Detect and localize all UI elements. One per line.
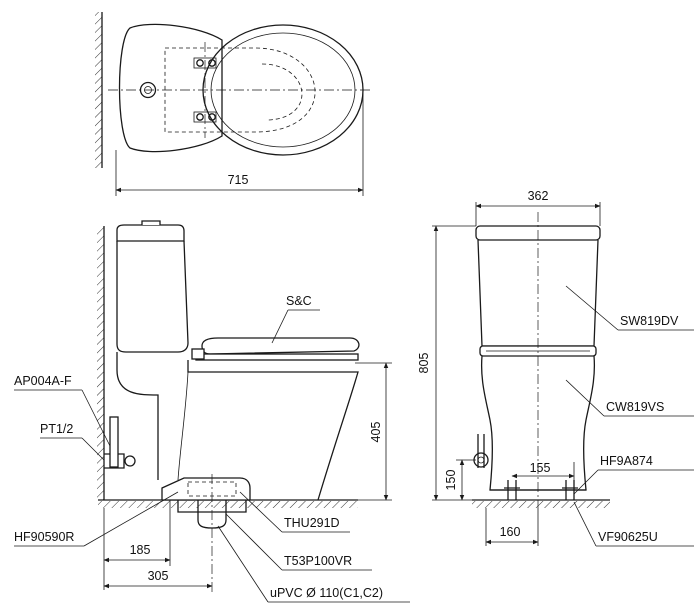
side-tank-base (116, 352, 159, 480)
label-pt12: PT1/2 (40, 422, 73, 436)
side-valve-nut (124, 455, 136, 467)
dim-160-label: 160 (500, 525, 521, 539)
top-bowl-hidden (164, 47, 316, 133)
leader-hf9a874 (573, 469, 599, 495)
side-hinge-block (191, 348, 205, 360)
side-flange (177, 500, 247, 513)
label-ap004a: AP004A-F (14, 374, 72, 388)
dim-362-label: 362 (528, 189, 549, 203)
dim-305-label: 305 (148, 569, 169, 583)
label-hf9a874: HF9A874 (600, 454, 653, 468)
leader-sw819dv (565, 285, 619, 331)
side-seat-cover (201, 337, 360, 355)
side-bowl-inner-trap (177, 371, 189, 481)
label-t53p100vr: T53P100VR (284, 554, 352, 568)
side-tank-lid (116, 224, 185, 242)
label-vf90625u: VF90625U (598, 530, 658, 544)
side-floor-hatch (98, 501, 358, 508)
leader-vf90625u (573, 501, 597, 547)
label-sw819dv: SW819DV (620, 314, 679, 328)
front-valve-ring-outer (473, 452, 489, 468)
top-bowl-hidden-inner (261, 63, 303, 121)
front-bolt-left (504, 480, 520, 500)
dim-405-label: 405 (369, 422, 383, 443)
side-seat-ring (195, 353, 359, 361)
top-wall-hatch (95, 12, 102, 168)
top-view: 715 (95, 12, 370, 196)
front-valve-ring-inner (477, 456, 485, 464)
front-view: 362 805 150 155 160 SW819DV CW819VS HF9A… (417, 189, 694, 547)
side-floor-pipe (197, 500, 227, 529)
top-tank-outline (118, 23, 223, 153)
label-thu291d: THU291D (284, 516, 340, 530)
leader-cw819vs (565, 379, 605, 417)
side-tank-body (116, 240, 189, 353)
dim-185-label: 185 (130, 543, 151, 557)
front-bolt-right (562, 480, 578, 500)
leader-upvc (217, 525, 269, 603)
label-cw819vs: CW819VS (606, 400, 664, 414)
label-hf90590r: HF90590R (14, 530, 74, 544)
leader-t53p100vr (225, 513, 283, 571)
dim-715-label: 715 (228, 173, 249, 187)
leader-thu291d (239, 491, 283, 533)
front-angle-valve (477, 434, 485, 468)
side-angle-valve (109, 416, 119, 468)
side-bowl-body (187, 360, 359, 501)
dim-150-label: 150 (444, 470, 458, 491)
label-sc: S&C (286, 294, 312, 308)
front-floor-hatch (472, 501, 610, 508)
side-view: 405 185 305 S&C AP004A-F PT1/2 HF90590R … (14, 220, 410, 603)
label-upvc: uPVC Ø 110(C1,C2) (270, 586, 383, 600)
side-wall-hatch (97, 226, 104, 500)
side-outlet-connector (161, 477, 251, 501)
dim-805-label: 805 (417, 353, 431, 374)
dim-155-label: 155 (530, 461, 551, 475)
leader-sc (271, 309, 289, 344)
side-flush-button (141, 220, 161, 225)
